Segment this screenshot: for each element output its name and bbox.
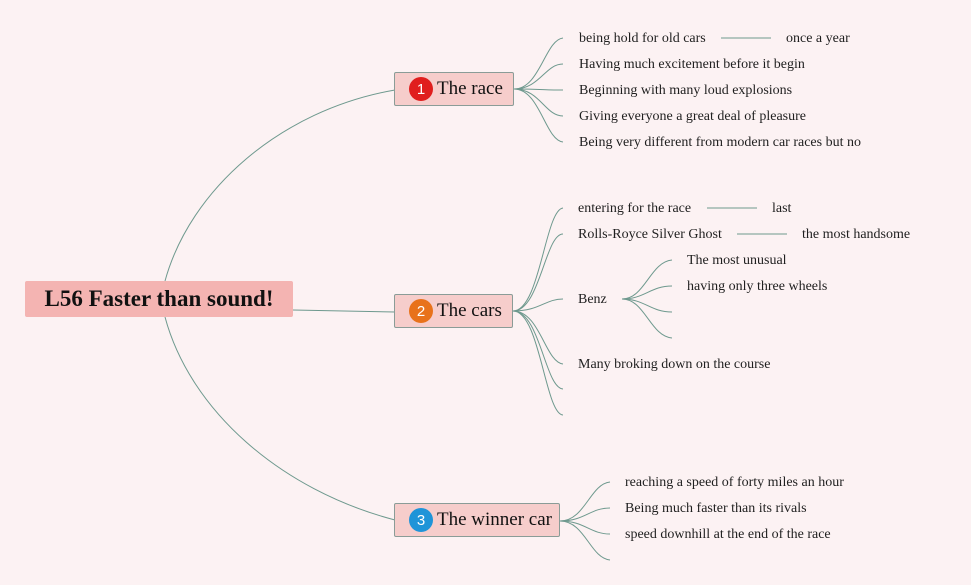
leaf-race-3[interactable]: Beginning with many loud explosions <box>579 83 793 98</box>
link-race-2 <box>513 63 564 90</box>
leaf-benz-three-wheels[interactable]: having only three wheels <box>687 279 828 294</box>
leaf-cars-rolls[interactable]: Rolls-Royce Silver Ghost <box>578 227 722 242</box>
link-race-5 <box>513 88 564 143</box>
branch-the-winner-car[interactable]: 3 The winner car <box>394 503 560 537</box>
number-badge-icon: 1 <box>409 77 433 101</box>
link-winner-3 <box>559 520 611 535</box>
leaf-cars-entering[interactable]: entering for the race <box>578 201 692 216</box>
link-cars-4 <box>512 310 564 365</box>
leaf-benz-unusual[interactable]: The most unusual <box>687 253 787 268</box>
number-badge-icon: 3 <box>409 508 433 532</box>
link-winner-1 <box>559 481 611 522</box>
link-cars-6 <box>512 310 564 416</box>
leaf-race-4[interactable]: Giving everyone a great deal of pleasure <box>579 109 807 124</box>
link-root-winner <box>164 316 396 521</box>
link-benz-1 <box>621 259 673 300</box>
link-root-cars <box>292 309 396 313</box>
link-race-4 <box>513 88 564 117</box>
leaf-cars-many[interactable]: Many broking down on the course <box>578 357 771 372</box>
link-benz-2 <box>621 285 673 300</box>
leaf-cars-rolls-sub[interactable]: the most handsome <box>802 227 911 242</box>
leaf-race-2[interactable]: Having much excitement before it begin <box>579 57 805 72</box>
link-cars-2 <box>512 233 564 312</box>
leaf-race-1[interactable]: being hold for old cars <box>579 31 706 46</box>
link-benz-4 <box>621 298 673 339</box>
branch-label: The race <box>437 78 503 99</box>
link-race-1 <box>513 37 564 90</box>
branch-the-cars[interactable]: 2 The cars <box>394 294 513 328</box>
link-cars-3 <box>512 298 564 312</box>
link-root-race <box>164 89 396 282</box>
leaf-winner-3[interactable]: speed downhill at the end of the race <box>625 527 831 542</box>
branch-the-race[interactable]: 1 The race <box>394 72 514 106</box>
link-winner-4 <box>559 520 611 561</box>
root-topic[interactable]: L56 Faster than sound! <box>25 281 293 317</box>
link-cars-1 <box>512 207 564 312</box>
leaf-race-1-sub[interactable]: once a year <box>786 31 850 46</box>
leaf-winner-1[interactable]: reaching a speed of forty miles an hour <box>625 475 844 490</box>
link-winner-2 <box>559 507 611 522</box>
branch-label: The winner car <box>437 509 552 530</box>
leaf-cars-benz[interactable]: Benz <box>578 292 607 307</box>
branch-label: The cars <box>437 300 502 321</box>
root-topic-label: L56 Faster than sound! <box>44 286 274 311</box>
number-badge-icon: 2 <box>409 299 433 323</box>
leaf-winner-2[interactable]: Being much faster than its rivals <box>625 501 807 516</box>
leaf-race-5[interactable]: Being very different from modern car rac… <box>579 135 861 150</box>
leaf-cars-entering-sub[interactable]: last <box>772 201 792 216</box>
